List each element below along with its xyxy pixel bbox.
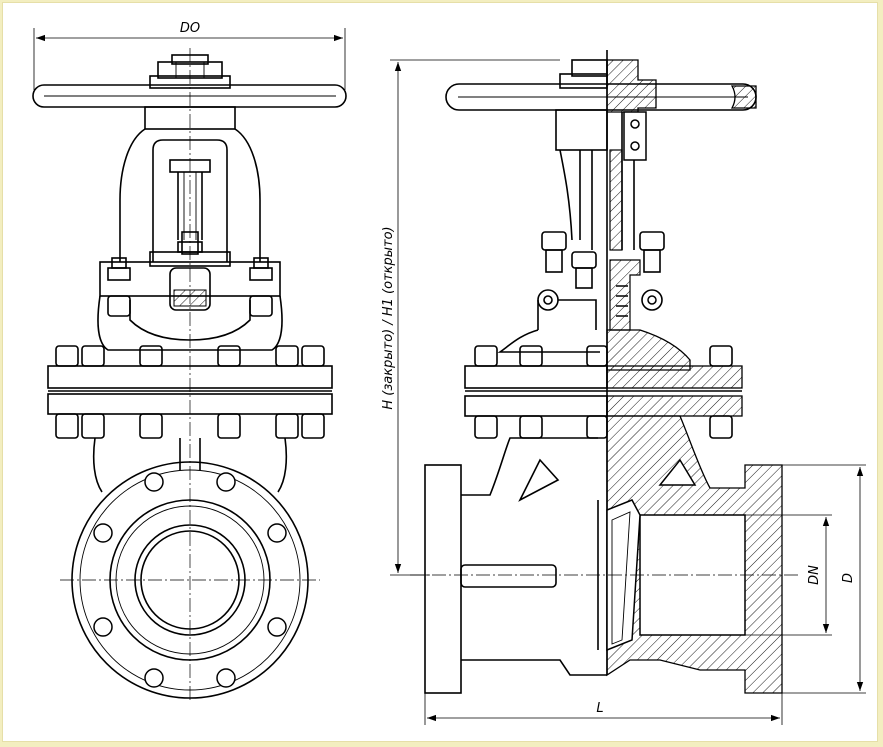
handwheel-side [445, 59, 757, 161]
bonnet-flange-side [464, 345, 743, 439]
do-label: DO [180, 21, 200, 36]
height-label: H (закрыто) / H1 (открыто) [381, 226, 396, 409]
side-view: H (закрыто) / H1 (открыто) [381, 50, 866, 725]
l-dimension: L [424, 693, 783, 725]
yoke-front [119, 106, 261, 262]
front-view: DO [32, 21, 347, 700]
d-label: D [841, 573, 856, 583]
gland-side [537, 231, 665, 331]
bonnet-flange-front [47, 345, 333, 439]
dn-label: DN [807, 565, 822, 585]
yoke-side [555, 109, 635, 251]
l-label: L [596, 701, 603, 716]
height-dimension: H (закрыто) / H1 (открыто) [381, 59, 560, 576]
do-dimension: DO [33, 21, 346, 90]
end-flange-front [60, 461, 320, 699]
handwheel-front [32, 54, 347, 108]
gland-front [99, 231, 281, 341]
dn-dimension: DN [745, 514, 832, 636]
body-side-section [606, 415, 783, 694]
d-dimension: D [782, 464, 866, 694]
body-side-outside [424, 437, 607, 694]
